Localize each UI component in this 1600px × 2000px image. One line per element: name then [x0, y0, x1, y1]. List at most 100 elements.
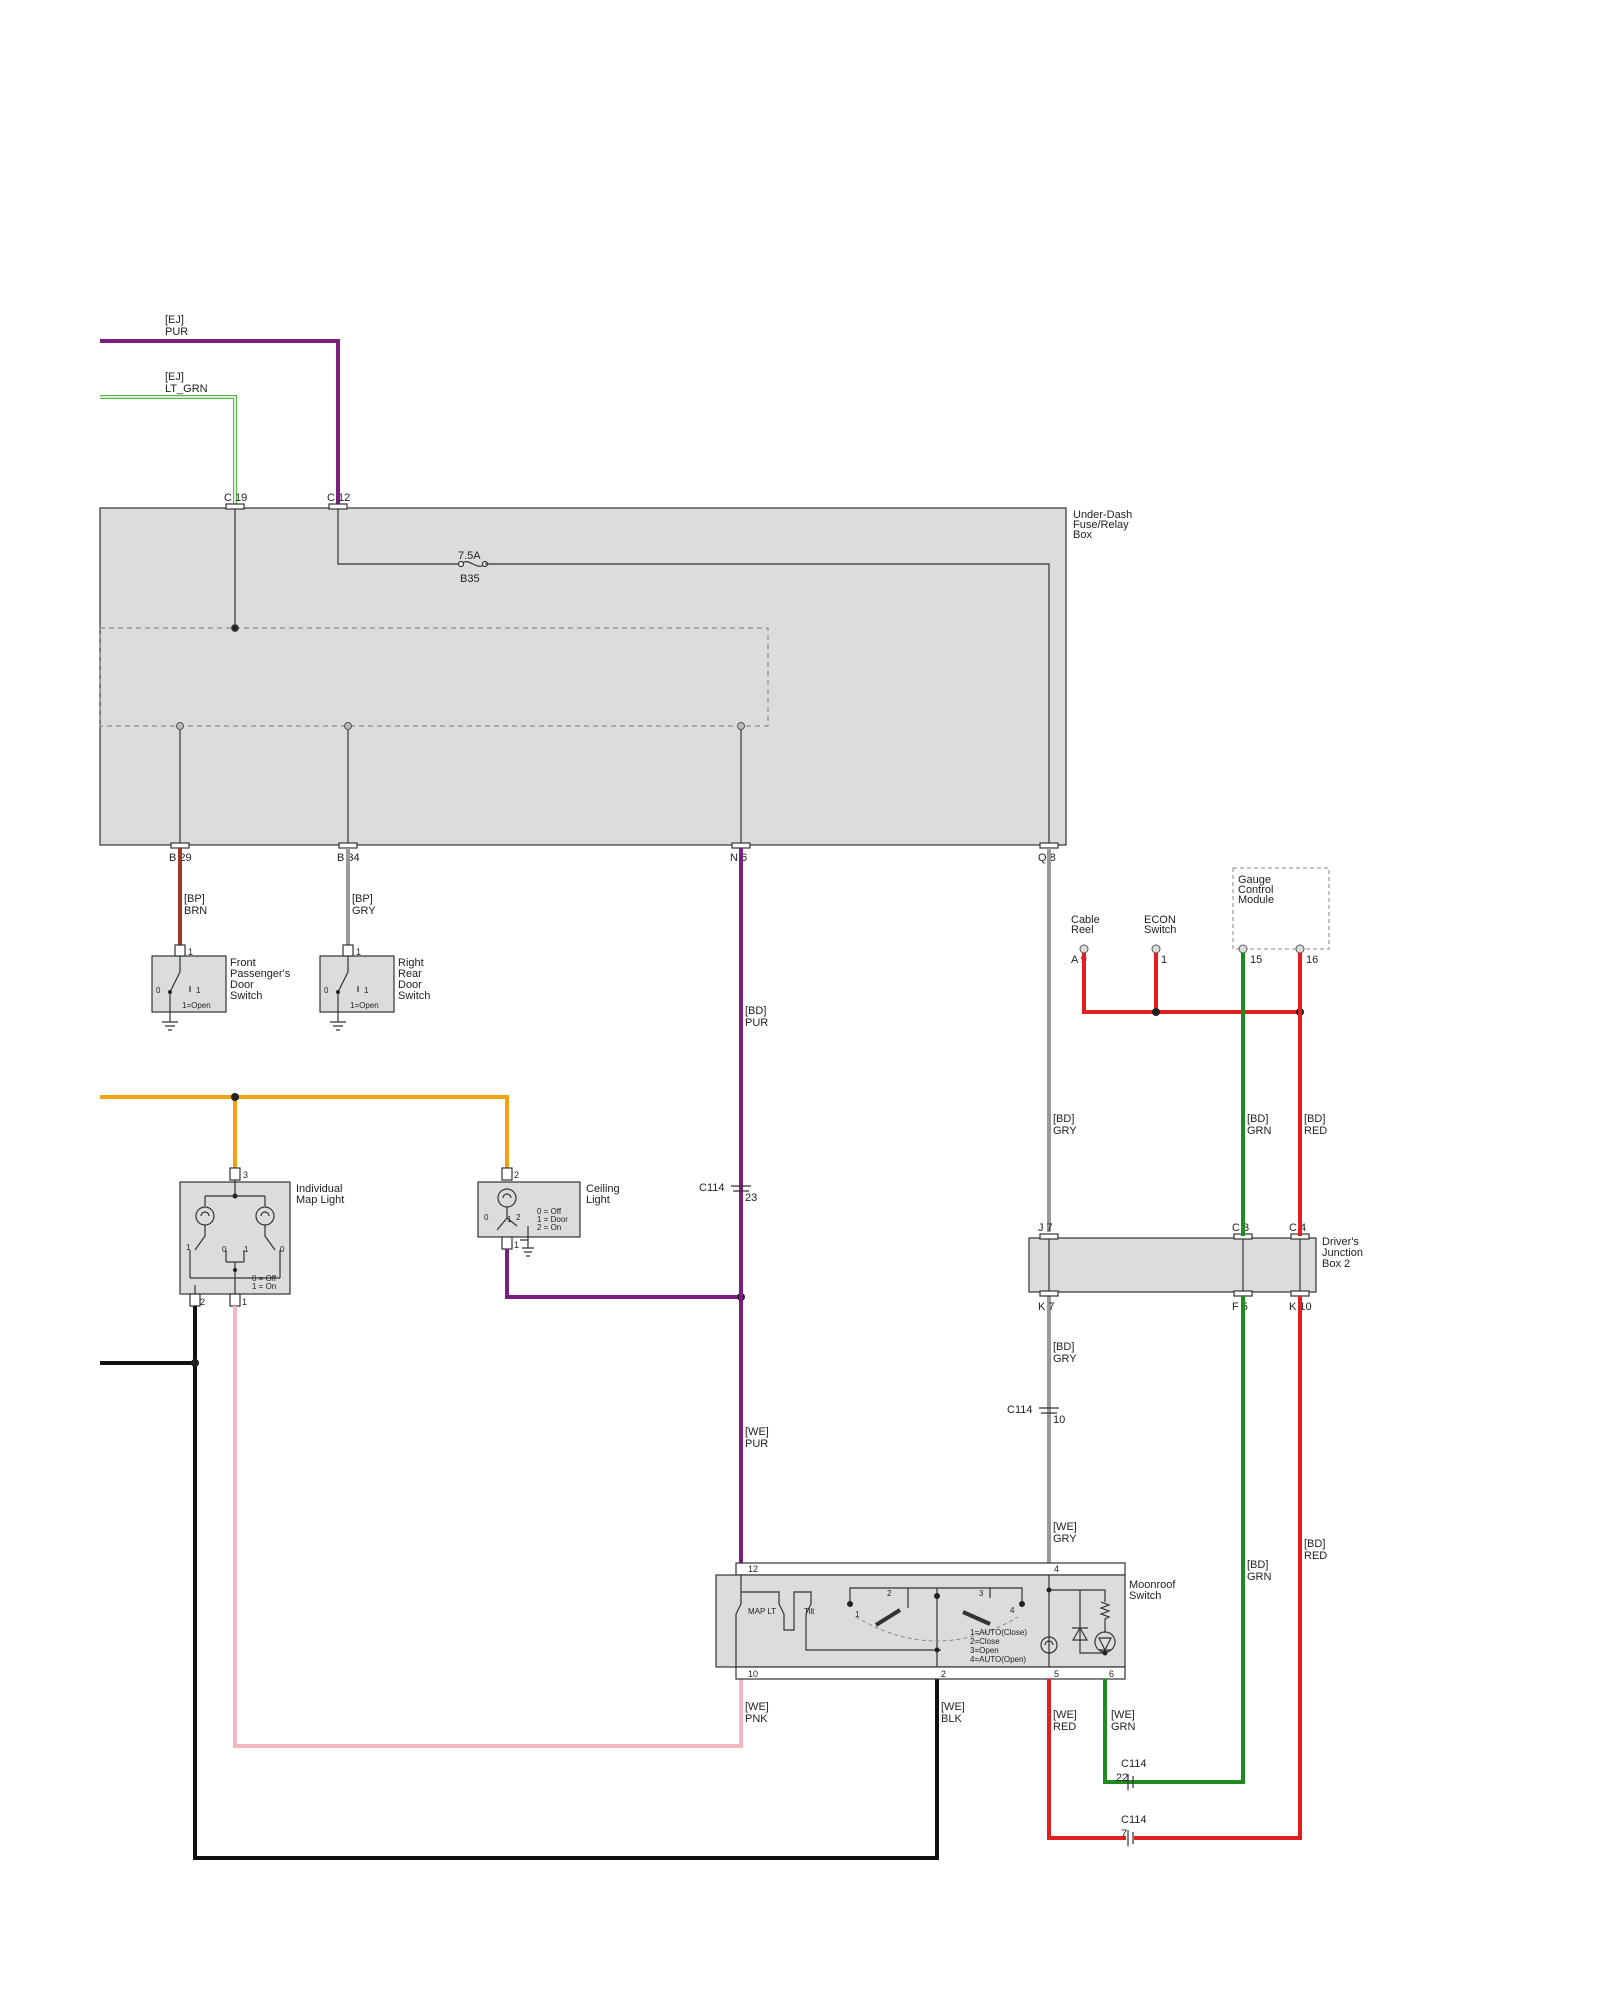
svg-text:0: 0: [280, 1245, 285, 1254]
fuse-box-name: Under-Dash Fuse/Relay Box: [1073, 509, 1135, 541]
front-passenger-door-switch: 1 0 1 1=Open Front Passenger's Door Swit…: [151, 944, 293, 1031]
svg-text:3: 3: [243, 1170, 248, 1180]
svg-text:2 = On: 2 = On: [537, 1223, 561, 1232]
wire-bd-grn-1-label: [BD] GRN: [1247, 1113, 1272, 1137]
fuse-rating: 7.5A: [458, 550, 481, 562]
wire-bd-grn-2-label: [BD] GRN: [1247, 1559, 1272, 1583]
c114-23-pin: 23: [745, 1192, 757, 1204]
svg-text:4=AUTO(Open): 4=AUTO(Open): [970, 1655, 1026, 1664]
svg-text:4: 4: [1010, 1606, 1015, 1615]
c114-10-label: C114: [1007, 1404, 1032, 1416]
wire-bd-red-1-label: [BD] RED: [1304, 1113, 1328, 1137]
connector-c3: C 3: [1232, 1222, 1249, 1234]
connector-c4: C 4: [1289, 1222, 1306, 1234]
svg-text:6: 6: [1109, 1669, 1114, 1679]
svg-text:1: 1: [364, 986, 369, 995]
connector-f5: F 5: [1232, 1301, 1248, 1313]
wire-we-gry-label: [WE] GRY: [1053, 1521, 1080, 1545]
svg-text:0 = Off: 0 = Off: [537, 1207, 562, 1216]
svg-text:1=Open: 1=Open: [350, 1001, 379, 1010]
svg-text:2=Close: 2=Close: [970, 1637, 1000, 1646]
svg-text:2: 2: [514, 1170, 519, 1180]
wire-we-red: [1047, 1679, 1126, 1840]
wire-bd-red-2-label: [BD] RED: [1304, 1538, 1328, 1562]
svg-text:12: 12: [748, 1564, 758, 1574]
gauge-control-module: [1232, 867, 1330, 950]
svg-text:1: 1: [186, 1243, 191, 1252]
svg-text:1: 1: [242, 1297, 247, 1307]
connector-c19: C 19: [224, 492, 247, 504]
right-rear-door-switch-name: Right Rear Door Switch: [398, 957, 430, 1002]
svg-text:0 = Off: 0 = Off: [252, 1274, 277, 1283]
c114-22-pin: 22: [1116, 1772, 1128, 1784]
connector-n6: N 6: [730, 852, 747, 864]
ceiling-light: 2 0 1 2 0 = Off 1 = Door 2 = On 1 Ceilin…: [477, 1167, 623, 1257]
moonroof-switch-name: Moonroof Switch: [1129, 1579, 1179, 1602]
drivers-junction-box-2: [1028, 1237, 1317, 1293]
djb2-name: Driver's Junction Box 2: [1322, 1236, 1366, 1270]
svg-text:1=AUTO(Close): 1=AUTO(Close): [970, 1628, 1027, 1637]
fuse-box-inner-module: [99, 627, 769, 727]
wire-bd-red-2: [1134, 1296, 1302, 1840]
pin-econ-1: 1: [1161, 954, 1167, 966]
front-passenger-door-switch-name: Front Passenger's Door Switch: [230, 957, 293, 1002]
wire-ej-ltgrn: [100, 395, 237, 508]
connector-k7: K 7: [1038, 1301, 1055, 1313]
svg-text:3: 3: [979, 1589, 984, 1598]
wire-bp-gry-label: [BP] GRY: [352, 893, 376, 917]
wire-we-pur-label: [WE] PUR: [745, 1426, 772, 1450]
svg-text:2: 2: [887, 1589, 892, 1598]
svg-text:0: 0: [222, 1245, 227, 1254]
connector-c12: C 12: [327, 492, 350, 504]
individual-map-light-name: Individual Map Light: [296, 1183, 346, 1206]
pin-gauge-16: 16: [1306, 954, 1318, 966]
wire-red-bus: [1082, 953, 1300, 1014]
svg-text:1: 1: [196, 986, 201, 995]
wire-bd-gry-2-label: [BD] GRY: [1053, 1341, 1077, 1365]
wire-ceiling-pur: [505, 1249, 741, 1299]
svg-text:2: 2: [941, 1669, 946, 1679]
svg-text:1: 1: [514, 1240, 519, 1250]
svg-text:0: 0: [324, 986, 329, 995]
wire-ej-ltgrn-label: [EJ] LT_GRN: [165, 371, 208, 395]
ceiling-light-name: Ceiling Light: [586, 1183, 623, 1206]
svg-text:1 = Door: 1 = Door: [537, 1215, 568, 1224]
wire-we-grn: [1103, 1679, 1130, 1784]
fuse-output-wire: [485, 563, 1050, 845]
svg-text:0: 0: [156, 986, 161, 995]
moonroof-switch: 12 4 10 2 5 6 MAP LT Tilt 1 2 3 4 1=AUTO…: [715, 1562, 1179, 1680]
svg-text:5: 5: [1054, 1669, 1059, 1679]
wire-we-grn-label: [WE] GRN: [1111, 1709, 1138, 1733]
wire-we-pnk-label: [WE] PNK: [745, 1701, 772, 1725]
connector-q8: Q 8: [1038, 852, 1056, 864]
svg-text:2: 2: [516, 1213, 521, 1222]
econ-switch-name: ECON Switch: [1144, 914, 1179, 936]
svg-text:4: 4: [1054, 1564, 1059, 1574]
svg-text:1: 1: [855, 1610, 860, 1619]
svg-text:1=Open: 1=Open: [182, 1001, 211, 1010]
svg-text:3=Open: 3=Open: [970, 1646, 999, 1655]
svg-text:1 = On: 1 = On: [252, 1282, 276, 1291]
svg-text:1: 1: [244, 1245, 249, 1254]
fuse-internal-wire: [337, 508, 461, 565]
wire-bd-grn-2: [1105, 1296, 1245, 1784]
svg-text:1: 1: [356, 947, 361, 957]
wire-bd-pur-label: [BD] PUR: [745, 1005, 769, 1029]
wire-we-red-label: [WE] RED: [1053, 1709, 1080, 1733]
wire-bp-brn-label: [BP] BRN: [184, 893, 208, 917]
c114-7-label: C114: [1121, 1814, 1146, 1826]
svg-text:1: 1: [507, 1215, 512, 1224]
c114-7-pin: 7: [1121, 1828, 1127, 1840]
wire-ej-pur-label: [EJ] PUR: [165, 314, 188, 338]
svg-text:2: 2: [200, 1297, 205, 1307]
fuse-relay-box: [99, 507, 1067, 846]
gauge-name: Gauge Control Module: [1238, 874, 1277, 906]
svg-text:10: 10: [748, 1669, 758, 1679]
fuse-id: B35: [460, 573, 480, 585]
wire-orange-feed: [100, 1095, 509, 1170]
svg-text:MAP LT: MAP LT: [748, 1607, 776, 1616]
wire-we-blk-label: [WE] BLK: [941, 1701, 968, 1725]
right-rear-door-switch: 1 0 1 1=Open Right Rear Door Switch: [319, 944, 430, 1031]
connector-j7: J 7: [1038, 1222, 1053, 1234]
c114-23-label: C114: [699, 1182, 724, 1194]
